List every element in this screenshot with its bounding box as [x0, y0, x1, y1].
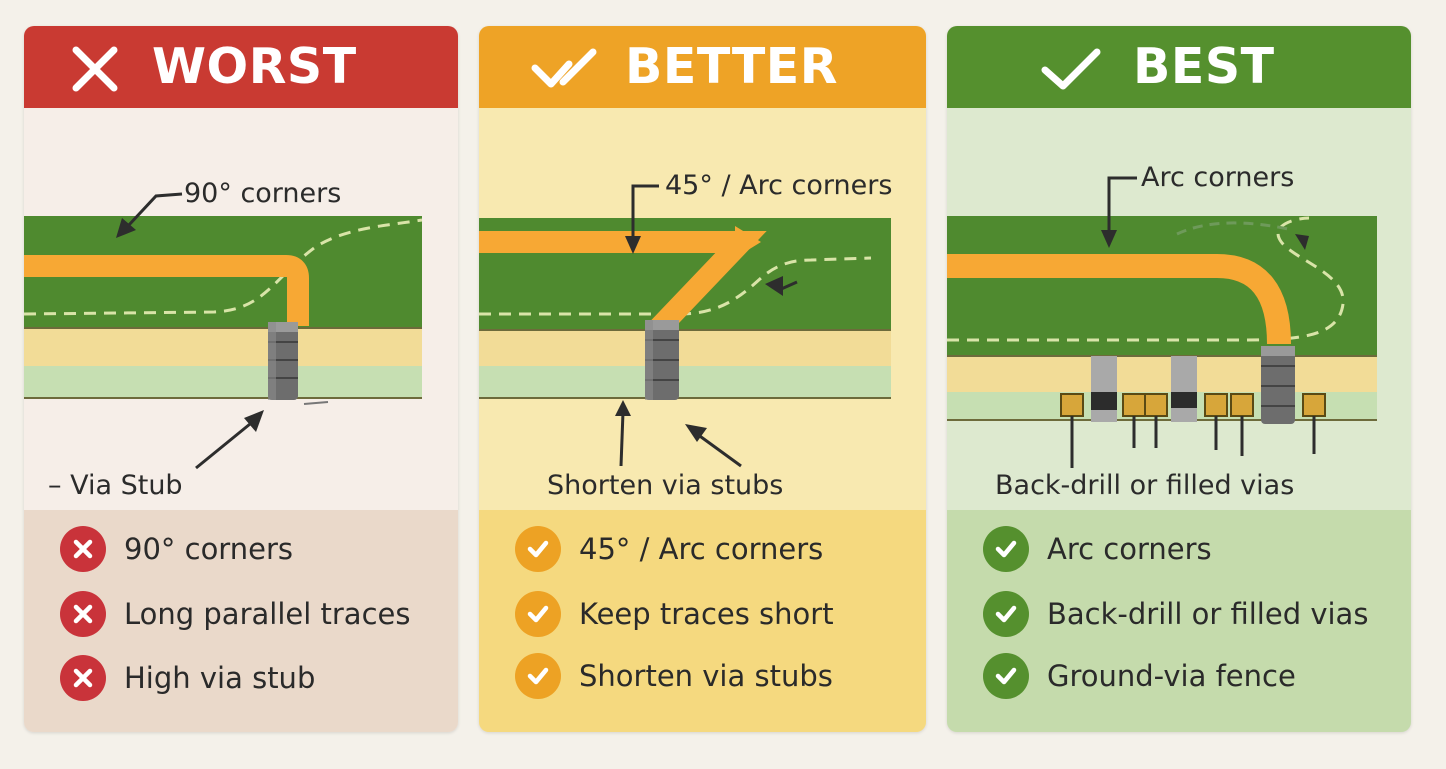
via-barrel [645, 320, 679, 400]
check-icon [983, 591, 1029, 637]
checklist: Arc corners Back-drill or filled vias Gr… [947, 510, 1411, 732]
list-item-label: Arc corners [1047, 532, 1212, 566]
check-icon [515, 653, 561, 699]
back-drilled-via [1091, 356, 1117, 422]
routing-diagram-best: Arc corners Back-drill or filled vias [947, 108, 1411, 510]
corner-arrow [1107, 176, 1137, 232]
panel-title: BETTER [625, 38, 838, 95]
stub-arrow-left [619, 411, 625, 467]
list-item: Ground-via fence [983, 651, 1296, 701]
panel-title: BEST [1133, 38, 1275, 95]
stub-arrow-right [696, 432, 742, 468]
diagram-label-corner: 45° / Arc corners [665, 170, 893, 201]
list-item: Back-drill or filled vias [983, 589, 1368, 639]
ground-via-fence [1060, 393, 1326, 468]
list-item-label: Long parallel traces [124, 597, 411, 631]
list-item-label: Ground-via fence [1047, 659, 1296, 693]
coupled-trace-path [479, 256, 872, 316]
diagram-label-stub: Shorten via stubs [547, 470, 784, 501]
panel-header: WORST [24, 26, 458, 108]
pcb-plane-layer [479, 366, 891, 398]
list-item-label: 45° / Arc corners [579, 532, 824, 566]
routing-diagram-better: 45° / Arc corners Shorten via stubs [479, 108, 926, 510]
list-item: Keep traces short [515, 589, 834, 639]
x-icon [60, 655, 106, 701]
panel-best: BEST [947, 26, 1411, 732]
list-item: Arc corners [983, 524, 1212, 574]
pcb-dielectric-layer [947, 356, 1377, 392]
list-item: Long parallel traces [60, 589, 410, 639]
corner-arrow [631, 184, 659, 238]
diagram-label-corner: 90° corners [184, 178, 342, 209]
check-icon [531, 48, 597, 88]
checklist: 45° / Arc corners Keep traces short Shor… [479, 510, 926, 732]
pcb-plane-layer [24, 366, 422, 398]
via-barrel [1261, 346, 1295, 424]
list-item-label: 90° corners [124, 532, 293, 566]
signal-trace [24, 255, 309, 326]
list-item: Shorten via stubs [515, 651, 833, 701]
stub-arrow [195, 422, 251, 470]
back-drilled-via [1171, 356, 1197, 422]
panel-header: BEST [947, 26, 1411, 108]
check-icon [983, 653, 1029, 699]
panel-title: WORST [152, 38, 357, 95]
routing-diagram-worst: 90° corners – Via Stub [24, 108, 458, 510]
x-icon [72, 46, 118, 92]
corner-arrow [126, 192, 183, 228]
panel-header: BETTER [479, 26, 926, 108]
diagram-label-stub: – Via Stub [48, 470, 183, 501]
check-icon [515, 526, 561, 572]
x-icon [60, 526, 106, 572]
list-item-label: Back-drill or filled vias [1047, 597, 1369, 631]
pcb-dielectric-layer [479, 330, 891, 366]
pcb-dielectric-layer [24, 328, 422, 366]
check-icon [983, 526, 1029, 572]
list-item: High via stub [60, 653, 315, 703]
coupled-trace-path [24, 218, 423, 316]
check-icon [1041, 48, 1101, 90]
check-icon [515, 591, 561, 637]
diagram-label-corner: Arc corners [1141, 162, 1295, 193]
panel-worst: WORST [24, 26, 458, 732]
panel-better: BETTER [479, 26, 926, 732]
list-item-label: Keep traces short [579, 597, 834, 631]
list-item-label: Shorten via stubs [579, 659, 833, 693]
via-barrel [268, 322, 298, 400]
diagram-label-stub: Back-drill or filled vias [995, 470, 1295, 501]
signal-trace [947, 254, 1291, 345]
list-item-label: High via stub [124, 661, 316, 695]
list-item: 45° / Arc corners [515, 524, 823, 574]
checklist: 90° corners Long parallel traces High vi… [24, 510, 458, 732]
list-item: 90° corners [60, 524, 293, 574]
x-icon [60, 591, 106, 637]
